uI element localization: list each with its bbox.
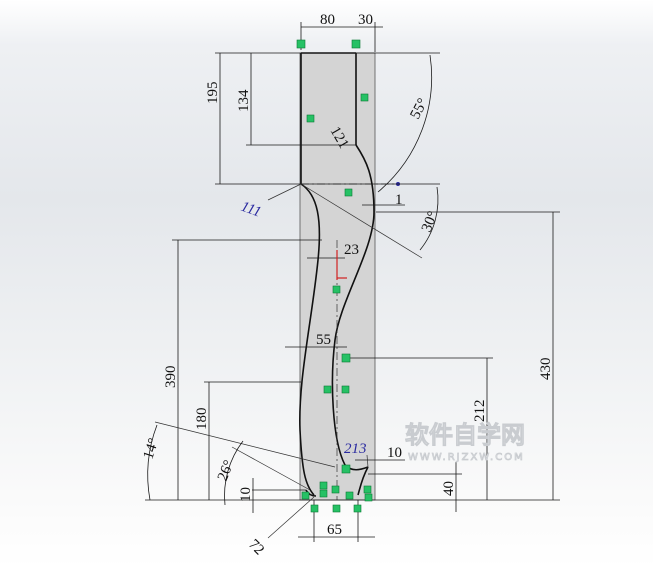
watermark-url: WWW.RJZXW.COM	[408, 452, 525, 463]
vertical-marker[interactable]	[306, 114, 315, 123]
coincident-marker[interactable]	[332, 285, 341, 294]
dim-26-deg[interactable]: 26°	[215, 458, 238, 483]
dim-180[interactable]: 180	[194, 408, 210, 431]
dim-30-deg[interactable]: 30°	[419, 209, 442, 234]
coincident-marker[interactable]	[310, 504, 319, 513]
left-spline-curve[interactable]	[299, 183, 321, 496]
watermark: 软件自学网 WWW.RJZXW.COM	[405, 421, 526, 464]
tangent-marker[interactable]	[341, 385, 350, 394]
dim-10-right[interactable]: 10	[387, 445, 402, 461]
coincident-marker[interactable]	[296, 39, 306, 49]
dim-23[interactable]: 23	[344, 242, 359, 258]
dim-14-deg[interactable]: 14°	[141, 436, 163, 461]
angle-arc-26	[224, 440, 244, 506]
dim-390[interactable]: 390	[163, 366, 179, 389]
leader-111	[267, 183, 302, 201]
tangent-marker[interactable]	[363, 485, 372, 494]
horizontal-marker[interactable]	[332, 504, 341, 513]
dim-80[interactable]: 80	[320, 12, 335, 28]
horizontal-marker[interactable]	[345, 491, 354, 500]
coincident-marker[interactable]	[353, 504, 362, 513]
dim-40[interactable]: 40	[441, 481, 457, 496]
dim-30[interactable]: 30	[358, 12, 373, 28]
coincident-marker[interactable]	[341, 464, 351, 474]
leader-72	[267, 496, 315, 539]
watermark-chinese: 软件自学网	[405, 421, 525, 449]
vertical-marker[interactable]	[319, 481, 328, 490]
dim-212[interactable]: 212	[472, 400, 488, 423]
horizontal-marker[interactable]	[344, 188, 353, 197]
dim-10-left[interactable]: 10	[238, 487, 254, 502]
dim-72[interactable]: 72	[245, 537, 267, 559]
vertical-marker[interactable]	[323, 385, 332, 394]
leader-26	[231, 446, 311, 491]
leader-111-ext	[300, 183, 423, 259]
bottom-right-arc[interactable]	[357, 466, 369, 496]
angle-arc-55	[377, 54, 433, 193]
dim-1[interactable]: 1	[395, 192, 403, 208]
leader-14	[154, 421, 336, 468]
relation-markers	[296, 39, 373, 513]
dim-213[interactable]: 213	[344, 441, 367, 457]
tangent-marker[interactable]	[301, 491, 310, 500]
coincident-marker[interactable]	[341, 353, 351, 363]
dim-55-deg[interactable]: 55°	[407, 96, 431, 122]
coincident-marker[interactable]	[351, 39, 361, 49]
angle-arc-14	[147, 424, 158, 501]
vertical-marker[interactable]	[360, 93, 369, 102]
leader-213	[366, 454, 369, 468]
dim-55[interactable]: 55	[316, 332, 331, 348]
dim-430[interactable]: 430	[538, 358, 554, 381]
vertical-marker[interactable]	[364, 493, 373, 502]
coincident-marker[interactable]	[331, 485, 340, 494]
dim-134[interactable]: 134	[236, 89, 252, 112]
angle-arc-30	[419, 186, 439, 251]
dim-65[interactable]: 65	[327, 522, 342, 538]
bottom-left-arc[interactable]	[305, 489, 317, 497]
dim-195[interactable]: 195	[205, 82, 221, 105]
dim-111[interactable]: 111	[239, 199, 264, 221]
horizontal-marker[interactable]	[319, 489, 328, 498]
